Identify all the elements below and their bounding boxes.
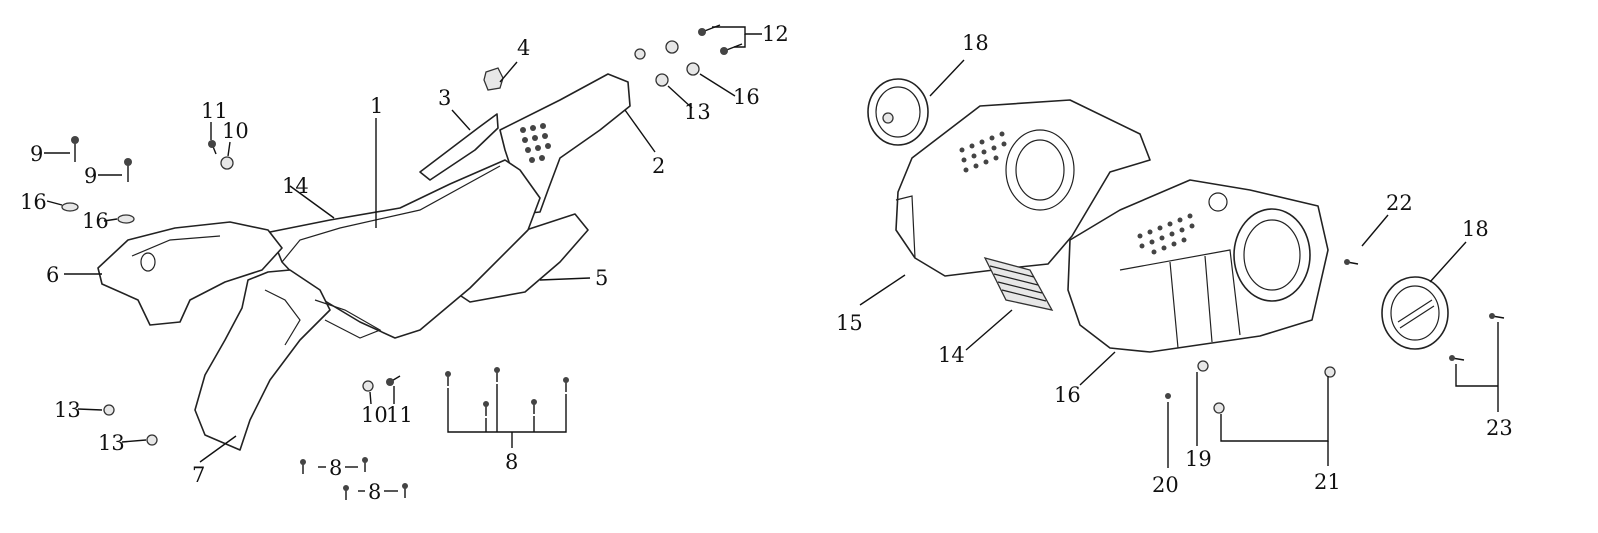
part-6-front-shroud bbox=[97, 221, 283, 326]
callout-22: 22 bbox=[1386, 191, 1413, 215]
callout-1: 1 bbox=[370, 94, 383, 118]
callout-2: 2 bbox=[652, 154, 665, 178]
bolt-head-icon bbox=[1213, 402, 1225, 414]
part-14-filter bbox=[983, 257, 1054, 311]
callout-18: 18 bbox=[962, 31, 989, 55]
right-exploded-view: 18 18 15 14 16 22 19 20 21 23 bbox=[836, 31, 1513, 497]
nut-icon bbox=[634, 48, 646, 60]
left-exploded-view: 1 2 3 4 5 6 7 8 8 8 9 9 10 10 11 11 12 1… bbox=[20, 22, 789, 504]
washer-icon bbox=[220, 156, 234, 170]
callout-13: 13 bbox=[684, 100, 711, 124]
callout-16: 16 bbox=[20, 190, 47, 214]
callout-11: 11 bbox=[386, 403, 413, 427]
callout-3: 3 bbox=[438, 86, 451, 110]
nut-icon bbox=[655, 73, 669, 87]
callout-14: 14 bbox=[282, 174, 309, 198]
tail-vent-holes bbox=[520, 123, 551, 163]
callout-14: 14 bbox=[938, 343, 965, 367]
callout-23: 23 bbox=[1486, 416, 1513, 440]
callout-7: 7 bbox=[192, 463, 205, 487]
callout-8: 8 bbox=[505, 450, 518, 474]
washer-icon bbox=[117, 214, 135, 224]
callout-16: 16 bbox=[733, 85, 760, 109]
bolt-head-icon bbox=[1165, 393, 1171, 399]
part-15-inner-cover bbox=[895, 99, 1151, 277]
nut-icon bbox=[146, 434, 158, 446]
callout-4: 4 bbox=[517, 36, 530, 60]
callout-8: 8 bbox=[368, 480, 381, 504]
left-callout-labels: 1 2 3 4 5 6 7 8 8 8 9 9 10 10 11 11 12 1… bbox=[20, 22, 789, 504]
right-fastener-icons bbox=[1165, 259, 1505, 414]
right-callout-labels: 18 18 15 14 16 22 19 20 21 23 bbox=[836, 31, 1513, 497]
callout-16: 16 bbox=[82, 209, 109, 233]
nut-icon bbox=[103, 404, 115, 416]
callout-5: 5 bbox=[595, 266, 608, 290]
part-18-cap-logo bbox=[1381, 276, 1449, 350]
callout-10: 10 bbox=[222, 119, 249, 143]
fastener-icons bbox=[61, 24, 743, 500]
callout-13: 13 bbox=[54, 398, 81, 422]
callout-16: 16 bbox=[1054, 383, 1081, 407]
callout-19: 19 bbox=[1185, 447, 1212, 471]
callout-20: 20 bbox=[1152, 473, 1179, 497]
washer-icon bbox=[61, 202, 79, 212]
callout-10: 10 bbox=[361, 403, 388, 427]
part-18-cap-top bbox=[867, 78, 929, 146]
callout-6: 6 bbox=[46, 263, 59, 287]
callout-9: 9 bbox=[30, 142, 43, 166]
callout-8: 8 bbox=[329, 456, 342, 480]
part-3-rear-panel bbox=[419, 113, 499, 181]
nut-icon bbox=[362, 380, 374, 392]
callout-12: 12 bbox=[762, 22, 789, 46]
callout-18: 18 bbox=[1462, 217, 1489, 241]
outer-cover-vent-grille bbox=[1137, 213, 1195, 255]
washer-icon bbox=[665, 40, 679, 54]
bolt-head-icon bbox=[1324, 366, 1336, 378]
callout-9: 9 bbox=[84, 164, 97, 188]
cover-vent-grille bbox=[959, 131, 1007, 173]
part-7-side-panel bbox=[194, 269, 331, 451]
right-leader-lines bbox=[859, 59, 1499, 468]
callout-11: 11 bbox=[201, 99, 228, 123]
washer-icon bbox=[686, 62, 700, 76]
callout-13: 13 bbox=[98, 431, 125, 455]
bolt-head-icon bbox=[1197, 360, 1209, 372]
callout-21: 21 bbox=[1314, 470, 1341, 494]
part-4-clip bbox=[483, 67, 504, 91]
callout-15: 15 bbox=[836, 311, 863, 335]
left-leader-lines bbox=[44, 26, 762, 492]
